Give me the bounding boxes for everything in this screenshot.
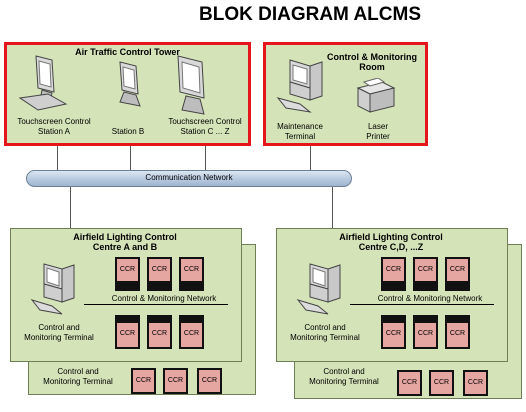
centre-cz-title-line1: Airfield Lighting Control (339, 232, 443, 242)
control-room-title-line2: Room (359, 62, 385, 72)
centre-cz-terminal-label-line1: Control and (304, 323, 346, 332)
centre-ab-cmn-label: Control & Monitoring Network (111, 294, 217, 303)
laser-printer-icon (356, 78, 396, 113)
centre-ab-cmn-line (84, 304, 228, 305)
ccr-cz-back-3: CCR (463, 370, 488, 396)
ccr-cz-bottom-3-cap (445, 315, 470, 323)
ccr-ab-top-1-base (115, 283, 140, 291)
ccr-ab-bottom-1-cap (115, 315, 140, 323)
ccr-cz-bottom-1-cap (381, 315, 406, 323)
link-station-c (205, 146, 206, 171)
centre-ab-terminal-icon (30, 263, 75, 315)
ccr-cz-bottom-1: CCR (381, 323, 406, 349)
ccr-ab-back-1: CCR (131, 368, 156, 394)
ccr-ab-top-2: CCR (147, 257, 172, 283)
ccr-cz-top-3: CCR (445, 257, 470, 283)
station-b-label: Station B (111, 127, 145, 136)
ccr-cz-bottom-2: CCR (413, 323, 438, 349)
station-c-label-line2: Station C ... Z (180, 127, 230, 136)
touchscreen-station-c-icon (177, 55, 205, 115)
link-station-b (130, 146, 131, 171)
ccr-ab-top-2-base (147, 283, 172, 291)
station-a-label-line1: Touchscreen Control (17, 117, 91, 126)
centre-ab-title-line2: Centre A and B (92, 242, 158, 252)
link-centre-cz (332, 187, 333, 229)
maintenance-terminal-icon (276, 59, 323, 113)
page-title: BLOK DIAGRAM ALCMS (199, 4, 421, 25)
communication-network-label: Communication Network (145, 173, 233, 182)
centre-cz-title-line2: Centre C,D, ...Z (358, 242, 424, 252)
ccr-cz-top-1: CCR (381, 257, 406, 283)
ccr-cz-top-3-base (445, 283, 470, 291)
station-c-label-line1: Touchscreen Control (168, 117, 242, 126)
ccr-cz-top-1-base (381, 283, 406, 291)
ccr-cz-bottom-3: CCR (445, 323, 470, 349)
ccr-cz-bottom-2-cap (413, 315, 438, 323)
ccr-ab-top-1: CCR (115, 257, 140, 283)
ccr-ab-bottom-1: CCR (115, 323, 140, 349)
touchscreen-station-a-icon (18, 55, 68, 111)
ccr-ab-bottom-2: CCR (147, 323, 172, 349)
centre-ab-back-terminal-label-line2: Monitoring Terminal (43, 377, 113, 386)
touchscreen-station-b-icon (119, 61, 141, 107)
centre-cz-terminal-icon (296, 263, 341, 315)
link-station-a (57, 146, 58, 171)
link-control-room (310, 146, 311, 171)
centre-cz-cmn-line (350, 304, 494, 305)
maintenance-terminal-label-line1: Maintenance (277, 122, 323, 131)
centre-cz-back-terminal-label-line1: Control and (323, 367, 365, 376)
atc-tower-title: Air Traffic Control Tower (75, 47, 180, 57)
link-centre-ab (70, 187, 71, 229)
station-a-label-line2: Station A (37, 127, 71, 136)
ccr-ab-back-3: CCR (197, 368, 222, 394)
ccr-ab-bottom-2-cap (147, 315, 172, 323)
ccr-cz-back-1: CCR (397, 370, 422, 396)
centre-cz-back-terminal-label-line2: Monitoring Terminal (309, 377, 379, 386)
centre-ab-terminal-label-line2: Monitoring Terminal (24, 333, 94, 342)
ccr-ab-top-3-base (179, 283, 204, 291)
ccr-cz-top-2: CCR (413, 257, 438, 283)
communication-network-bus (26, 170, 352, 187)
ccr-cz-top-2-base (413, 283, 438, 291)
centre-ab-back-terminal-label-line1: Control and (57, 367, 99, 376)
ccr-ab-back-2: CCR (163, 368, 188, 394)
laser-printer-label-line2: Printer (366, 132, 390, 141)
laser-printer-label-line1: Laser (367, 122, 388, 131)
ccr-ab-bottom-3: CCR (179, 323, 204, 349)
centre-ab-title-line1: Airfield Lighting Control (73, 232, 177, 242)
control-room-title-line1: Control & Monitoring (327, 52, 417, 62)
ccr-cz-back-2: CCR (429, 370, 454, 396)
ccr-ab-top-3: CCR (179, 257, 204, 283)
ccr-ab-bottom-3-cap (179, 315, 204, 323)
maintenance-terminal-label-line2: Terminal (284, 132, 316, 141)
centre-cz-cmn-label: Control & Monitoring Network (377, 294, 483, 303)
centre-ab-terminal-label-line1: Control and (38, 323, 80, 332)
centre-cz-terminal-label-line2: Monitoring Terminal (290, 333, 360, 342)
